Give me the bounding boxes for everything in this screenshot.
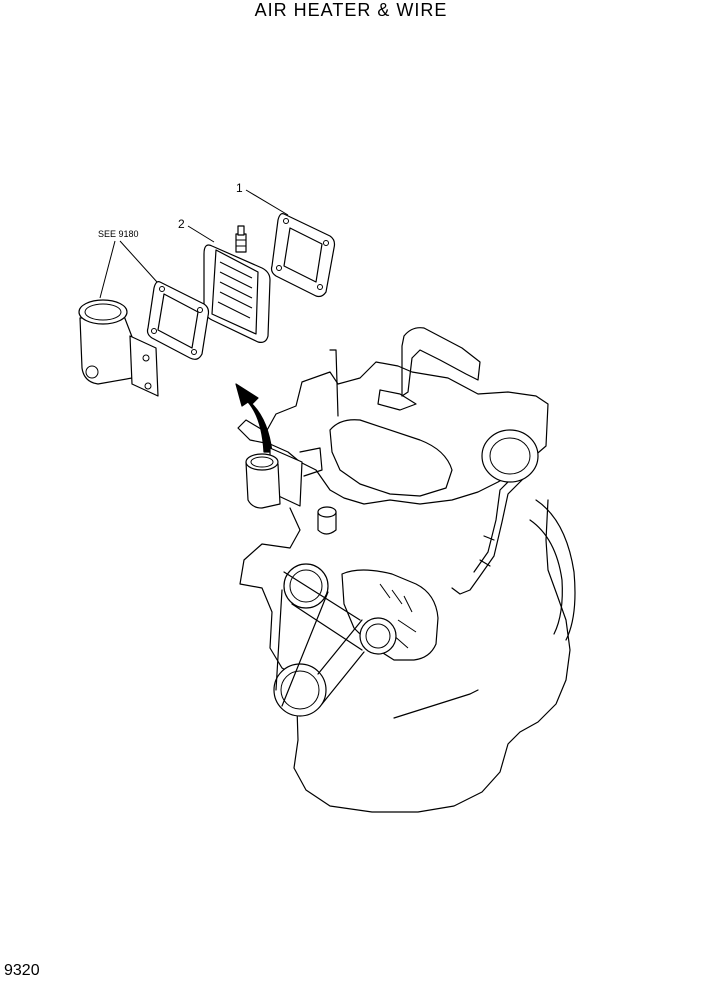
diagram-title: AIR HEATER & WIRE — [254, 0, 448, 20]
leader-line-1 — [245, 189, 289, 216]
callout-2[interactable]: 2 — [178, 217, 185, 231]
engine-assembly — [237, 327, 576, 813]
gasket-part-1[interactable] — [270, 213, 336, 298]
reference-leader-gasket — [119, 240, 158, 283]
intake-elbow[interactable] — [78, 299, 159, 397]
see-reference-note[interactable]: SEE 9180 — [98, 229, 139, 239]
leader-line-2 — [187, 225, 215, 243]
direction-arrow — [235, 383, 273, 453]
callout-1[interactable]: 1 — [236, 181, 243, 195]
gasket-left[interactable] — [146, 281, 210, 360]
reference-leader-elbow — [99, 240, 116, 299]
air-heater-part-2[interactable] — [203, 225, 271, 343]
page-code: 9320 — [4, 962, 40, 979]
